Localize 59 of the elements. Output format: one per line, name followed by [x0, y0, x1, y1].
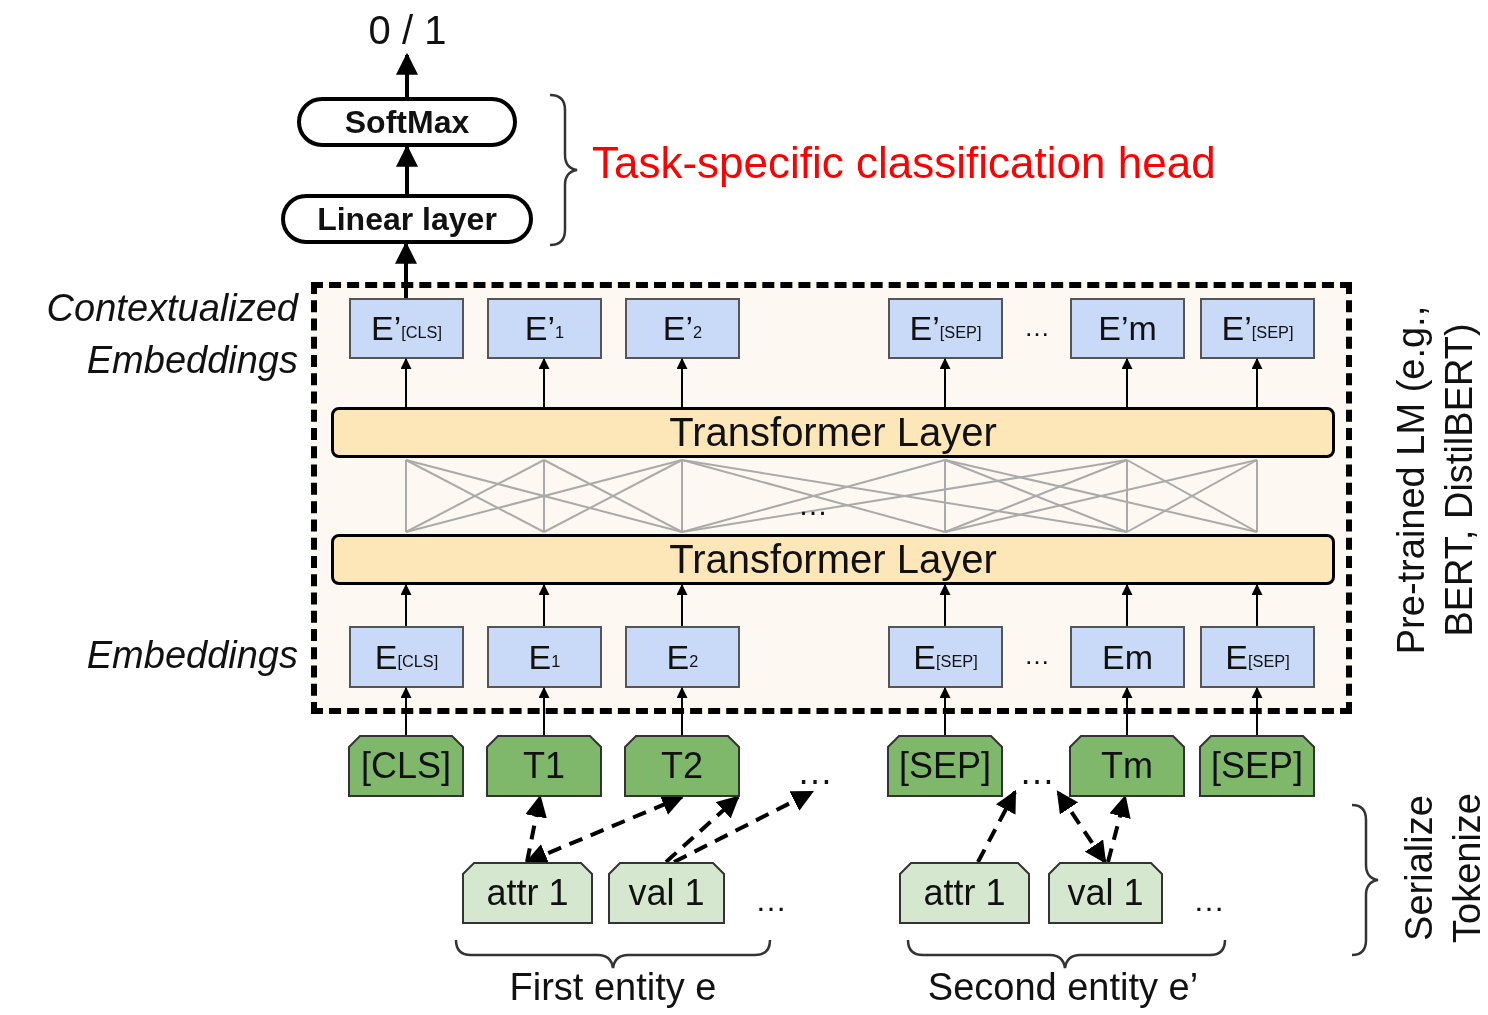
arrow	[400, 357, 412, 408]
arrow	[1121, 583, 1133, 627]
embedding-box: E’m	[1070, 298, 1185, 359]
arrow	[1251, 686, 1263, 736]
arrow	[396, 144, 418, 194]
ellipsis: …	[1192, 882, 1226, 919]
token-tag: T1	[486, 735, 602, 797]
attribute-tag: val 1	[1048, 862, 1163, 924]
arrow	[1251, 357, 1263, 408]
module-heading: Pre-trained LM (e.g., BERT, DistilBERT)	[1389, 304, 1481, 657]
embedding-box: Em	[1070, 626, 1185, 688]
arrow	[939, 357, 951, 408]
ellipsis: …	[1023, 312, 1051, 343]
token-tag: [SEP]	[887, 735, 1003, 797]
transformer-layer-bar: Transformer Layer	[331, 407, 1335, 458]
step-label: Serialize Tokenize	[1397, 792, 1488, 945]
arrow	[1121, 686, 1133, 736]
arrow	[1106, 794, 1131, 863]
arrow	[1121, 357, 1133, 408]
row-label: Contextualized Embeddings	[45, 286, 298, 383]
arrow	[676, 357, 688, 408]
arrow	[939, 686, 951, 736]
attribute-tag: attr 1	[899, 862, 1030, 924]
output-label: 0 / 1	[355, 5, 460, 55]
ellipsis: …	[754, 882, 788, 919]
token-tag: [CLS]	[348, 735, 464, 797]
rounded-layer-box: Linear layer	[281, 194, 533, 244]
annotation-text: Task-specific classification head	[592, 138, 1217, 188]
transformer-layer-bar: Transformer Layer	[331, 534, 1335, 585]
rounded-layer-box: SoftMax	[297, 97, 517, 147]
arrow	[400, 686, 412, 736]
arrow	[976, 790, 1017, 863]
arrow	[538, 357, 550, 408]
ellipsis: …	[1023, 640, 1051, 671]
attribute-tag: val 1	[608, 862, 725, 924]
arrow	[676, 583, 688, 627]
arrow	[396, 52, 418, 97]
arrow	[939, 583, 951, 627]
arrow	[676, 686, 688, 736]
arrow	[395, 241, 417, 298]
group-caption: Second entity e’	[926, 966, 1200, 1009]
arrow	[1056, 790, 1107, 864]
attribute-tag: attr 1	[462, 862, 593, 924]
arrow	[400, 583, 412, 627]
output-label: …	[1012, 752, 1062, 792]
arrow	[524, 794, 685, 865]
group-caption: First entity e	[508, 966, 718, 1009]
arrow	[673, 790, 814, 864]
row-label: Embeddings	[85, 634, 298, 677]
token-tag: Tm	[1069, 735, 1185, 797]
arrow	[538, 583, 550, 627]
ellipsis: …	[797, 488, 829, 522]
token-tag: T2	[624, 735, 740, 797]
arrow	[525, 794, 547, 863]
arrow	[538, 686, 550, 736]
token-tag: [SEP]	[1199, 735, 1315, 797]
arrow	[1251, 583, 1263, 627]
output-label: …	[790, 752, 840, 792]
arrow	[664, 795, 740, 864]
